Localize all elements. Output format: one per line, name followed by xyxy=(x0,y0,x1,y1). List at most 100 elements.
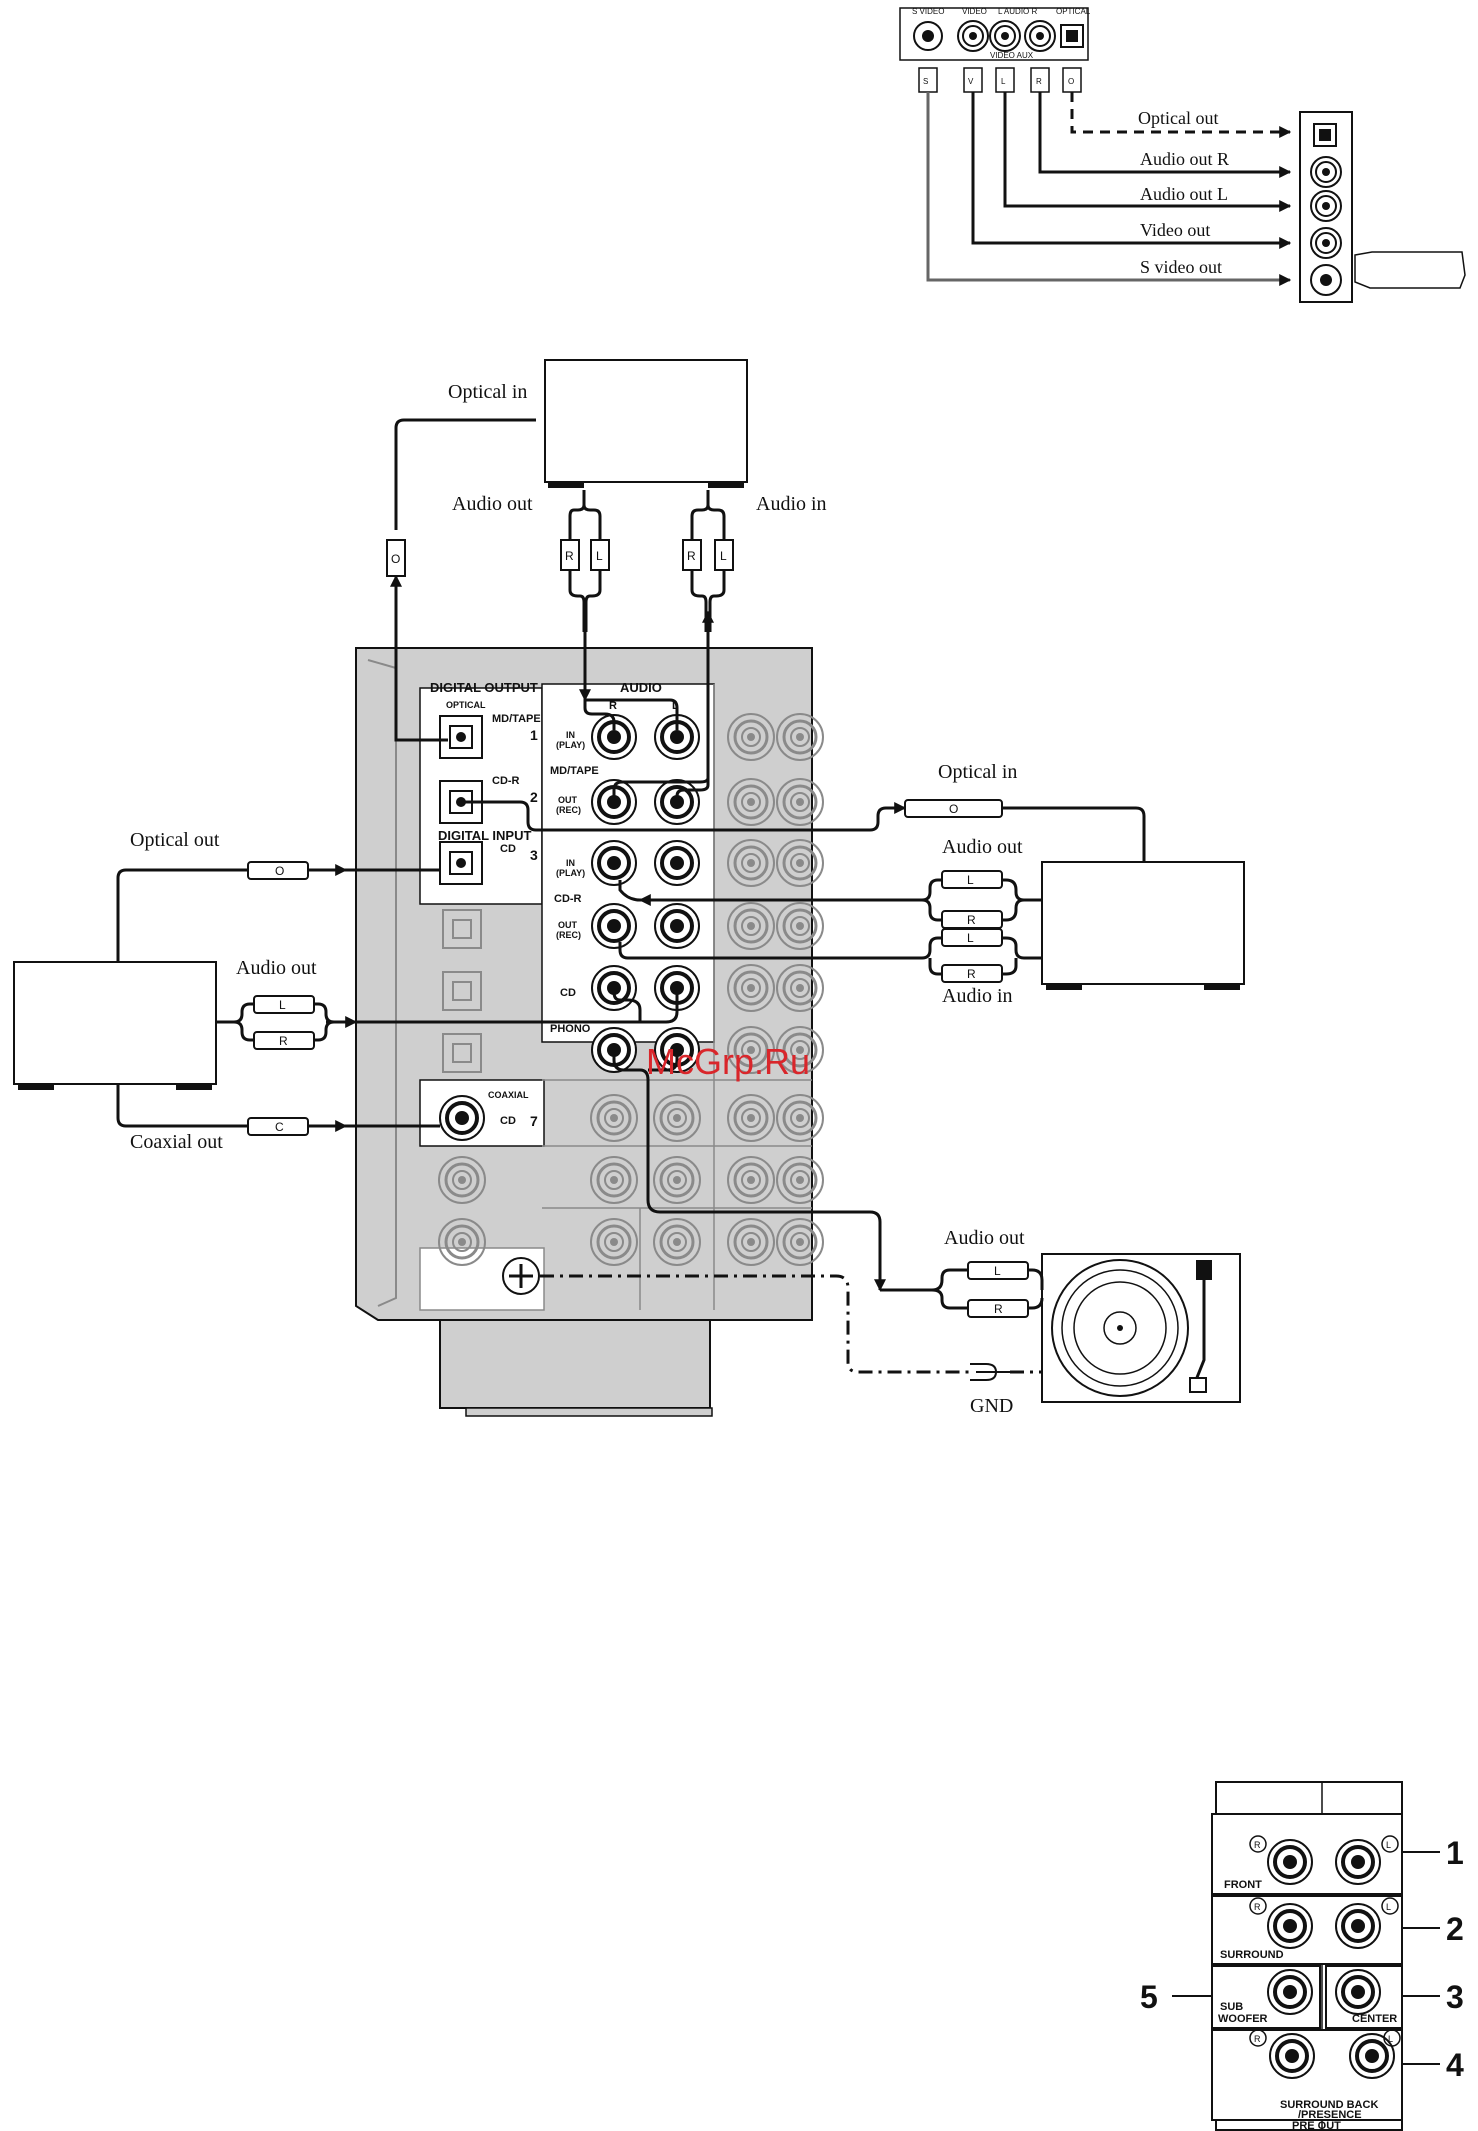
phono-row-label: PHONO xyxy=(550,1023,591,1035)
out-label-2: OUT xyxy=(558,920,578,930)
cdr-plug-l1: L xyxy=(967,873,974,887)
play-label: (PLAY) xyxy=(556,740,585,750)
receiver-gray-jacks xyxy=(437,712,825,1267)
svideo-label: S VIDEO xyxy=(912,7,944,16)
plug-l-label: L xyxy=(1001,77,1006,86)
vaux-video-out: Video out xyxy=(1140,220,1210,240)
callout-5: 5 xyxy=(1140,1979,1158,2015)
audio-lr-label: L AUDIO R xyxy=(998,7,1037,16)
front-label: FRONT xyxy=(1224,1879,1262,1891)
coaxial-label: COAXIAL xyxy=(488,1090,529,1100)
cd-player-cables xyxy=(116,864,679,1132)
audio-panel-label: AUDIO xyxy=(620,680,662,695)
cd-row-label: CD xyxy=(560,987,576,999)
tt-plug-l: L xyxy=(994,1264,1001,1278)
plug-r-label: R xyxy=(1036,77,1042,86)
cd-r-2-label: CD-R xyxy=(492,775,520,787)
cdr-audio-out: Audio out xyxy=(942,836,1023,858)
woofer-label: WOOFER xyxy=(1218,2013,1268,2025)
vaux-audio-out-r: Audio out R xyxy=(1140,149,1229,169)
pre-out-label: PRE OUT xyxy=(1292,2120,1341,2131)
video-label: VIDEO xyxy=(962,7,987,16)
cdr-optical-in: Optical in xyxy=(938,761,1017,783)
presence-label: /PRESENCE xyxy=(1298,2109,1362,2121)
cdp-plug-l: L xyxy=(279,998,286,1012)
cdp-coaxial-out: Coaxial out xyxy=(130,1131,223,1153)
digital-input-label: DIGITAL INPUT xyxy=(438,828,531,843)
cdr-optical-plug-label: O xyxy=(949,802,958,816)
num-7: 7 xyxy=(530,1113,538,1129)
cd-recorder-plugs xyxy=(904,799,1003,983)
l-mark: L xyxy=(672,700,679,712)
in-label-2: IN xyxy=(566,858,575,868)
md-tape-device xyxy=(544,359,748,488)
turntable-plugs xyxy=(967,1261,1029,1381)
cdr-plug-l2: L xyxy=(967,931,974,945)
cdp-optical-plug-label: O xyxy=(275,864,284,878)
plug-o-label: O xyxy=(1068,77,1074,86)
cdr-plug-r1: R xyxy=(967,913,976,927)
cd-3-label: CD xyxy=(500,843,516,855)
cd-7-label: CD xyxy=(500,1115,516,1127)
num-2: 2 xyxy=(530,789,538,805)
callout-3: 3 xyxy=(1446,1979,1464,2015)
turntable-device xyxy=(1041,1253,1241,1403)
audio-l-jack xyxy=(989,20,1021,52)
pre-l-mark-3: L xyxy=(1388,2034,1393,2044)
optical-panel-label: OPTICAL xyxy=(446,700,486,710)
video-source-device xyxy=(1299,111,1466,303)
md-tape-row-label: MD/TAPE xyxy=(550,765,599,777)
md-tape-cables xyxy=(390,418,726,797)
pre-l-mark-1: L xyxy=(1386,1840,1391,1850)
cdr-audio-in: Audio in xyxy=(942,985,1013,1007)
callout-4: 4 xyxy=(1446,2047,1464,2083)
cdr-plug-r2: R xyxy=(967,967,976,981)
cdp-audio-out: Audio out xyxy=(236,957,317,979)
pre-r-mark-2: R xyxy=(1254,1902,1261,1912)
pre-r-mark-3: R xyxy=(1254,2034,1261,2044)
play-label-2: (PLAY) xyxy=(556,868,585,878)
pre-out-panel xyxy=(1172,1781,1440,2131)
gnd-terminal xyxy=(502,1257,540,1295)
r-mark: R xyxy=(609,700,617,712)
surround-back-label: SURROUND BACK xyxy=(1280,2099,1378,2111)
cdp-plug-r: R xyxy=(279,1034,288,1048)
video-aux-panel xyxy=(899,7,1089,61)
md-optical-in: Optical in xyxy=(448,381,527,403)
md-audio-out: Audio out xyxy=(452,493,533,515)
md-plug-r1: R xyxy=(565,549,574,563)
cd-player-plugs xyxy=(247,861,315,1136)
cd-r-row-label: CD-R xyxy=(554,893,582,905)
cdp-coax-plug-label: C xyxy=(275,1120,284,1134)
pre-l-mark-2: L xyxy=(1386,1902,1391,1912)
md-plug-l1: L xyxy=(596,549,603,563)
tt-audio-out: Audio out xyxy=(944,1227,1025,1249)
rec-label-2: (REC) xyxy=(556,930,581,940)
num-3: 3 xyxy=(530,847,538,863)
cd-player-device xyxy=(13,961,217,1090)
vaux-s-video-out: S video out xyxy=(1140,257,1222,277)
md-plug-r2: R xyxy=(687,549,696,563)
optical-label: OPTICAL xyxy=(1056,7,1091,16)
audio-r-jack xyxy=(1024,20,1056,52)
video-aux-plugs xyxy=(918,67,1082,93)
rec-label: (REC) xyxy=(556,805,581,815)
vaux-optical-out: Optical out xyxy=(1138,108,1218,128)
watermark: McGrp.Ru xyxy=(646,1041,810,1082)
md-plug-l2: L xyxy=(720,549,727,563)
surround-label: SURROUND xyxy=(1220,1949,1284,1961)
turntable-cables xyxy=(540,1050,1044,1374)
vaux-audio-out-l: Audio out L xyxy=(1140,184,1228,204)
sub-label: SUB xyxy=(1220,2001,1243,2013)
video-aux-group-label: VIDEO AUX xyxy=(990,51,1034,60)
svideo-jack xyxy=(913,21,943,51)
pre-r-mark-1: R xyxy=(1254,1840,1261,1850)
digital-output-label: DIGITAL OUTPUT xyxy=(430,680,538,695)
num-1: 1 xyxy=(530,727,538,743)
plug-s-label: S xyxy=(923,77,928,86)
tt-gnd: GND xyxy=(970,1395,1013,1417)
cd-recorder-cables xyxy=(462,800,1146,976)
center-label: CENTER xyxy=(1352,2013,1397,2025)
md-optical-plug-label: O xyxy=(391,552,400,566)
callout-1: 1 xyxy=(1446,1835,1464,1871)
